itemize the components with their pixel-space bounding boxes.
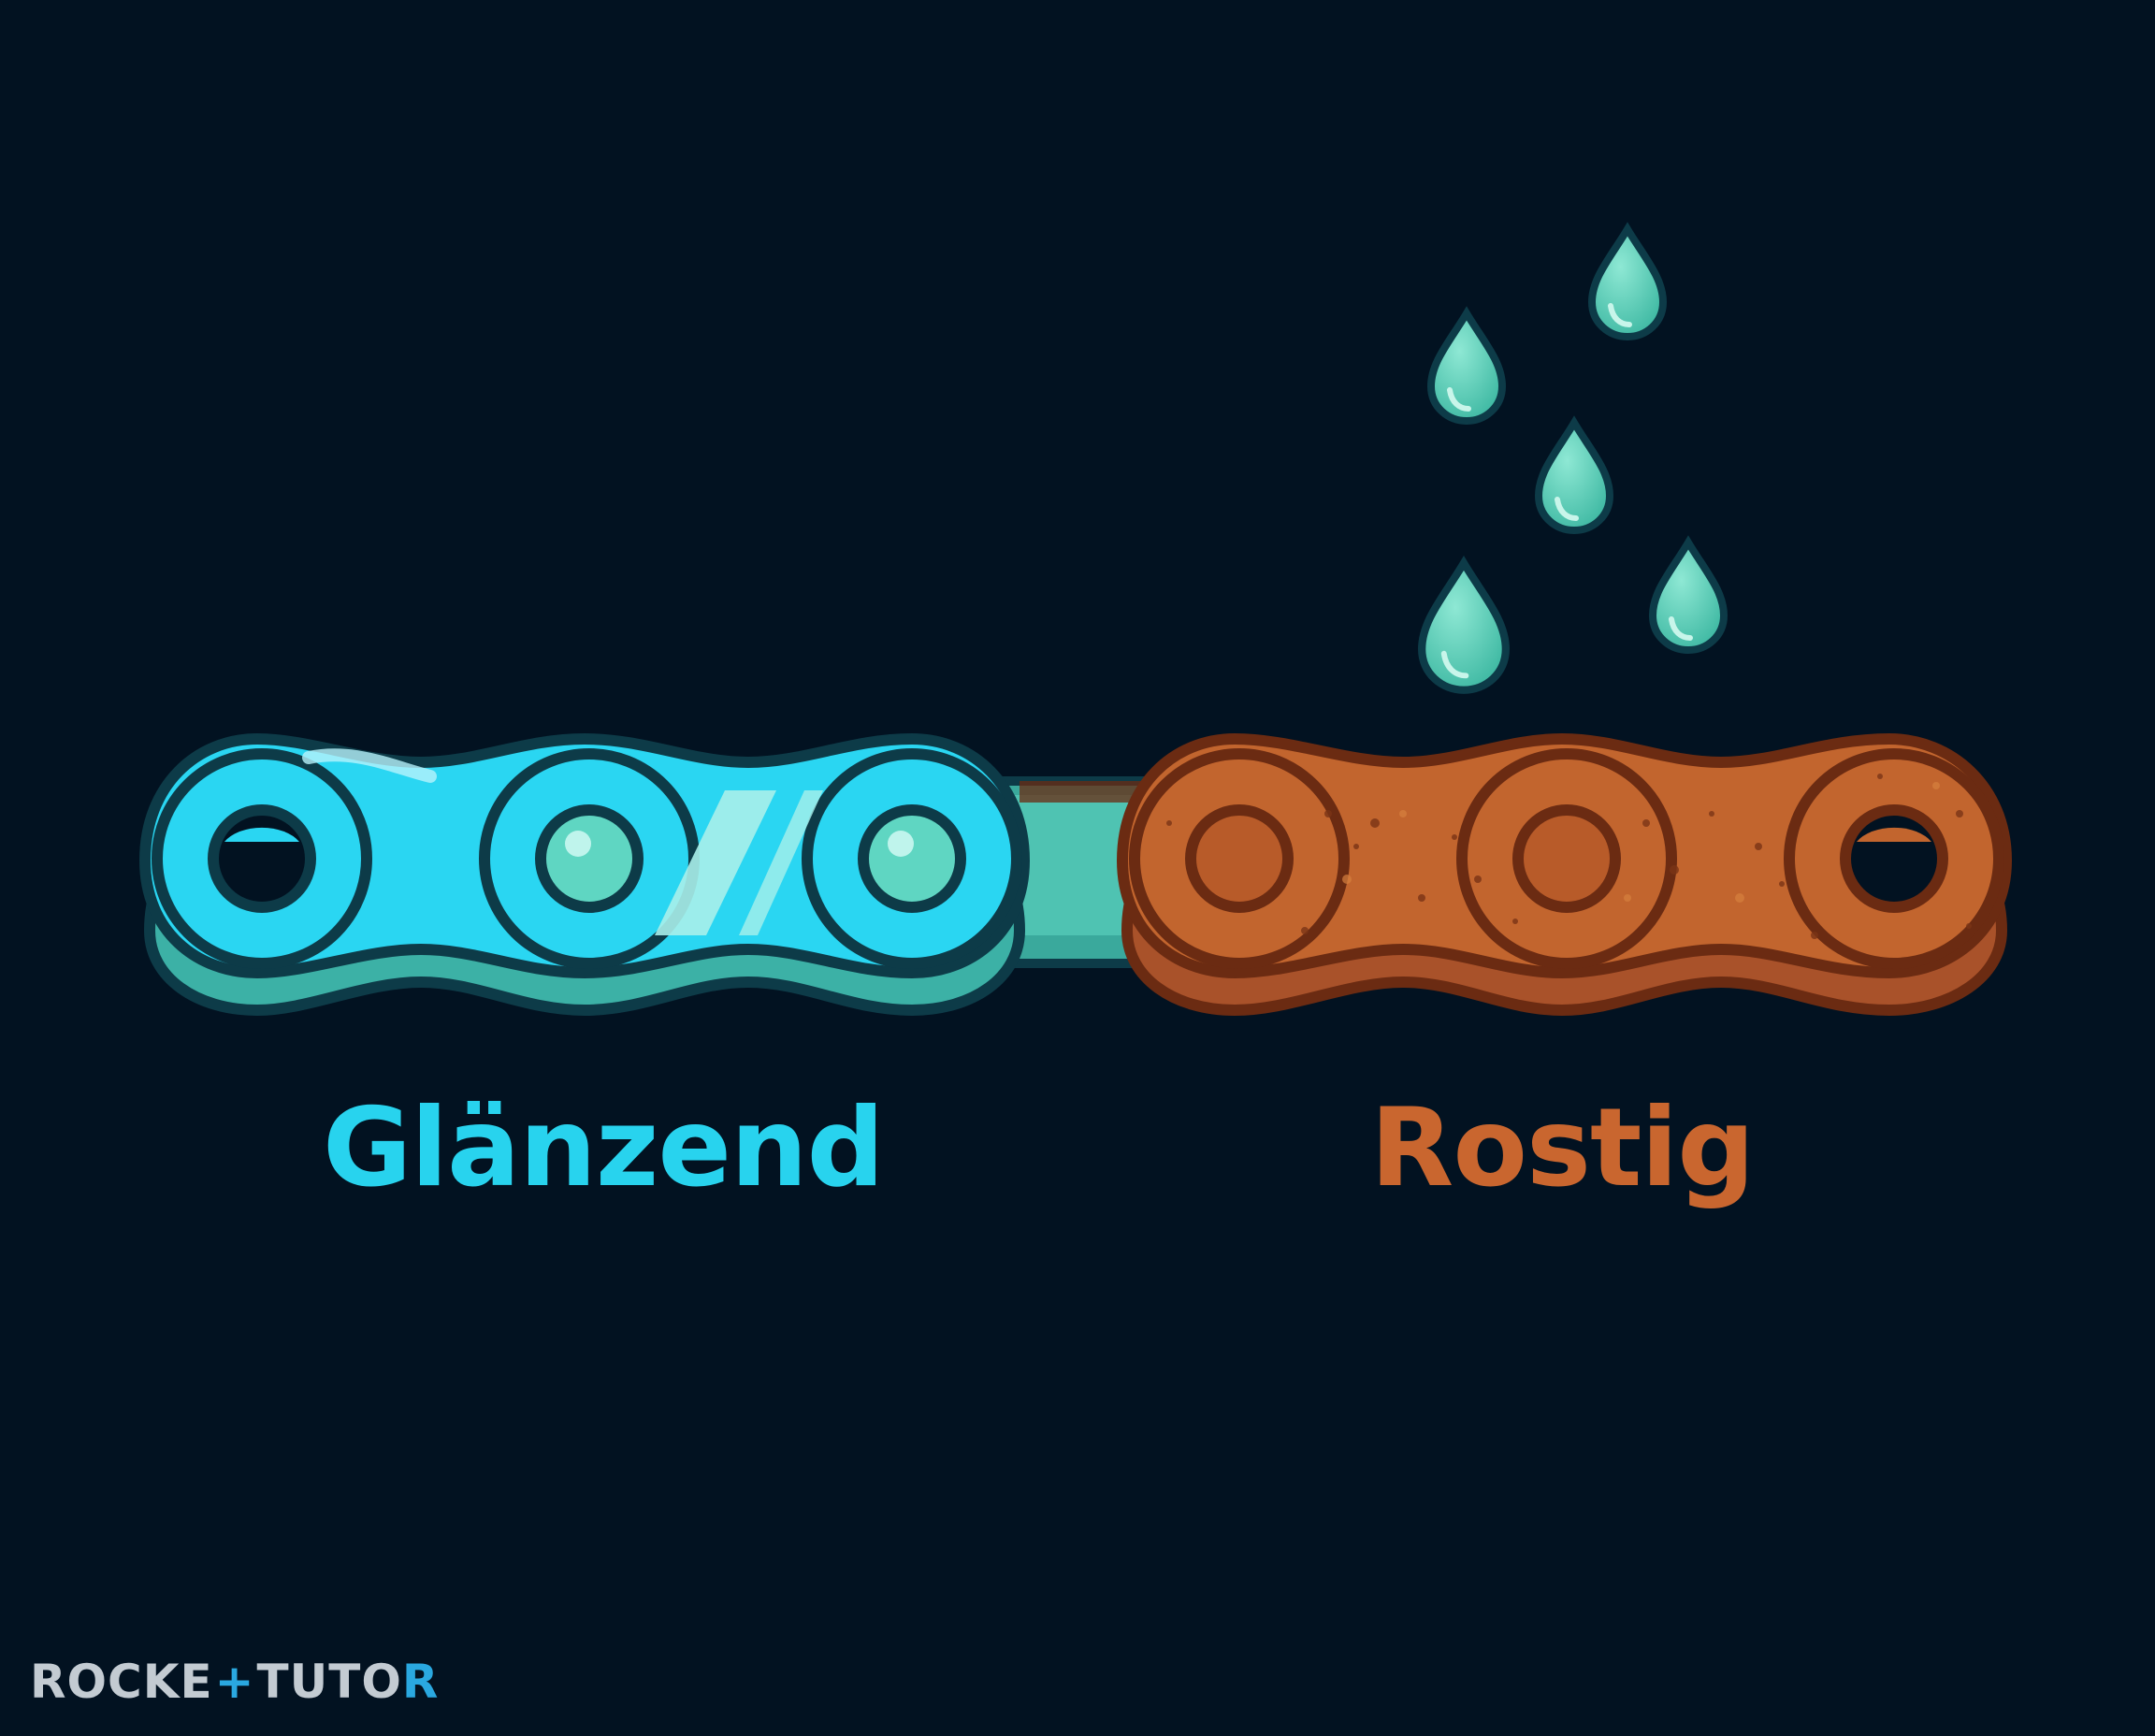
brand-text-part1: ROCKE	[30, 1655, 213, 1709]
shiny-label: Glänzend	[323, 1085, 885, 1211]
brand-logo: ROCKE+TUTOR	[30, 1658, 439, 1705]
water-drop-icon	[1418, 222, 1728, 694]
water-drop	[1587, 222, 1668, 341]
plus-icon: +	[214, 1655, 255, 1709]
rusty-label: Rostig	[1370, 1085, 1755, 1211]
water-drop	[1426, 306, 1507, 426]
water-drop	[1648, 535, 1728, 655]
shiny-chain-icon	[138, 732, 1031, 1017]
water-drop	[1534, 415, 1614, 535]
rusty-chain-icon	[1116, 732, 2013, 1017]
brand-text-part2: TUTO	[256, 1655, 402, 1709]
water-drop	[1418, 555, 1510, 694]
brand-text-part3: R	[401, 1655, 440, 1709]
